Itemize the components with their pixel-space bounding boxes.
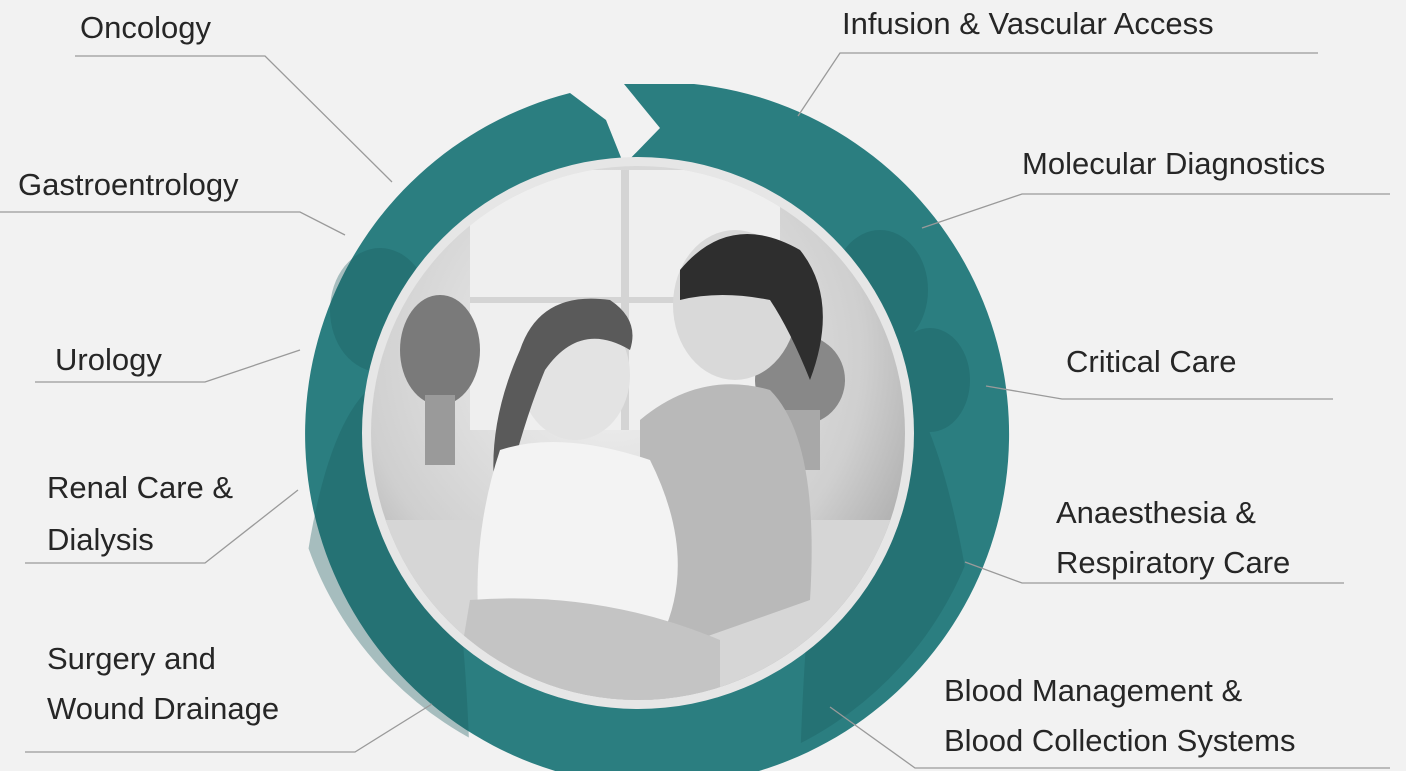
label-anaesthesia: Anaesthesia & Respiratory Care xyxy=(1056,488,1290,588)
leader-line-infusion xyxy=(797,52,1318,117)
label-line: Surgery and xyxy=(47,641,216,676)
label-gastroenterology: Gastroentrology xyxy=(18,165,239,205)
leader-line-molecular-diagnostics xyxy=(921,193,1390,229)
label-infusion: Infusion & Vascular Access xyxy=(842,4,1214,44)
label-line: Dialysis xyxy=(47,522,154,557)
leader-line-blood-management xyxy=(829,706,1390,769)
leader-line-gastroenterology xyxy=(0,211,346,236)
leader-line-anaesthesia xyxy=(964,561,1344,584)
label-line: Molecular Diagnostics xyxy=(1022,146,1326,181)
label-renal-care: Renal Care & Dialysis xyxy=(47,462,233,566)
label-line: Blood Collection Systems xyxy=(944,723,1296,758)
leader-line-renal-care xyxy=(25,489,299,564)
leader-line-oncology xyxy=(75,55,393,183)
label-blood-management: Blood Management & Blood Collection Syst… xyxy=(944,666,1296,766)
label-line: Critical Care xyxy=(1066,344,1237,379)
label-line: Infusion & Vascular Access xyxy=(842,6,1214,41)
label-line: Anaesthesia & xyxy=(1056,495,1256,530)
label-line: Urology xyxy=(55,342,162,377)
leader-line-critical-care xyxy=(985,385,1333,400)
label-line: Wound Drainage xyxy=(47,691,280,726)
leader-lines xyxy=(0,52,1390,769)
label-line: Gastroentrology xyxy=(18,167,239,202)
leader-line-surgery xyxy=(25,703,433,753)
label-molecular-diagnostics: Molecular Diagnostics xyxy=(1022,144,1325,184)
label-critical-care: Critical Care xyxy=(1066,342,1237,382)
label-line: Renal Care & xyxy=(47,470,234,505)
label-line: Respiratory Care xyxy=(1056,545,1291,580)
label-surgery: Surgery and Wound Drainage xyxy=(47,634,279,734)
leader-line-urology xyxy=(35,349,301,383)
label-line: Blood Management & xyxy=(944,673,1243,708)
label-oncology: Oncology xyxy=(80,8,211,48)
label-urology: Urology xyxy=(55,340,162,380)
mother-and-daughter-photo xyxy=(371,166,905,700)
label-line: Oncology xyxy=(80,10,211,45)
